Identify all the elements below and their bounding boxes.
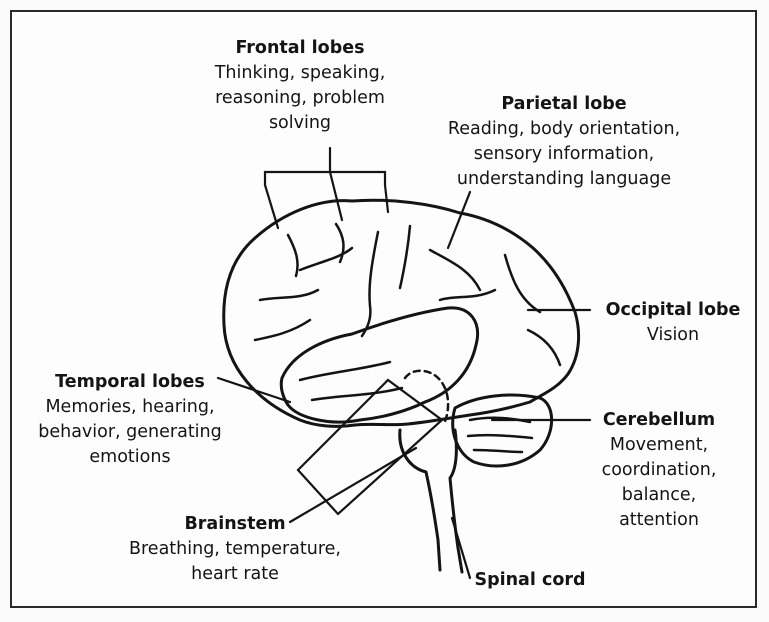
brainstem-outline [400, 430, 458, 548]
cerebellum-line-4: attention [584, 508, 734, 533]
label-cerebellum: Cerebellum Movement, coordination, balan… [584, 408, 734, 533]
parietal-pointer-line [448, 192, 470, 248]
label-spinal-cord: Spinal cord [450, 568, 610, 593]
label-brainstem: Brainstem Breathing, temperature, heart … [110, 512, 360, 587]
frontal-line-1: Thinking, speaking, [185, 61, 415, 86]
cerebellum-outline [453, 395, 552, 466]
occipital-line-1: Vision [593, 323, 753, 348]
brainstem-title: Brainstem [110, 512, 360, 537]
temporal-line-2: behavior, generating [20, 420, 240, 445]
occipital-title: Occipital lobe [593, 298, 753, 323]
label-occipital-lobe: Occipital lobe Vision [593, 298, 753, 348]
cerebellum-line-1: Movement, [584, 433, 734, 458]
label-temporal-lobes: Temporal lobes Memories, hearing, behavi… [20, 370, 240, 470]
cerebellum-line-2: coordination, [584, 458, 734, 483]
cerebellum-line-3: balance, [584, 483, 734, 508]
temporal-title: Temporal lobes [20, 370, 240, 395]
cerebellum-title: Cerebellum [584, 408, 734, 433]
spinal-title: Spinal cord [450, 568, 610, 593]
cerebrum-outline [224, 200, 579, 426]
frontal-title: Frontal lobes [185, 36, 415, 61]
temporal-line-1: Memories, hearing, [20, 395, 240, 420]
parietal-line-2: sensory information, [430, 142, 698, 167]
parietal-line-1: Reading, body orientation, [430, 117, 698, 142]
brainstem-line-2: heart rate [110, 562, 360, 587]
frontal-line-3: solving [185, 111, 415, 136]
label-frontal-lobes: Frontal lobes Thinking, speaking, reason… [185, 36, 415, 136]
brainstem-line-1: Breathing, temperature, [110, 537, 360, 562]
parietal-title: Parietal lobe [430, 92, 698, 117]
temporal-line-3: emotions [20, 445, 240, 470]
parietal-line-3: understanding language [430, 167, 698, 192]
label-parietal-lobe: Parietal lobe Reading, body orientation,… [430, 92, 698, 192]
frontal-line-2: reasoning, problem [185, 86, 415, 111]
